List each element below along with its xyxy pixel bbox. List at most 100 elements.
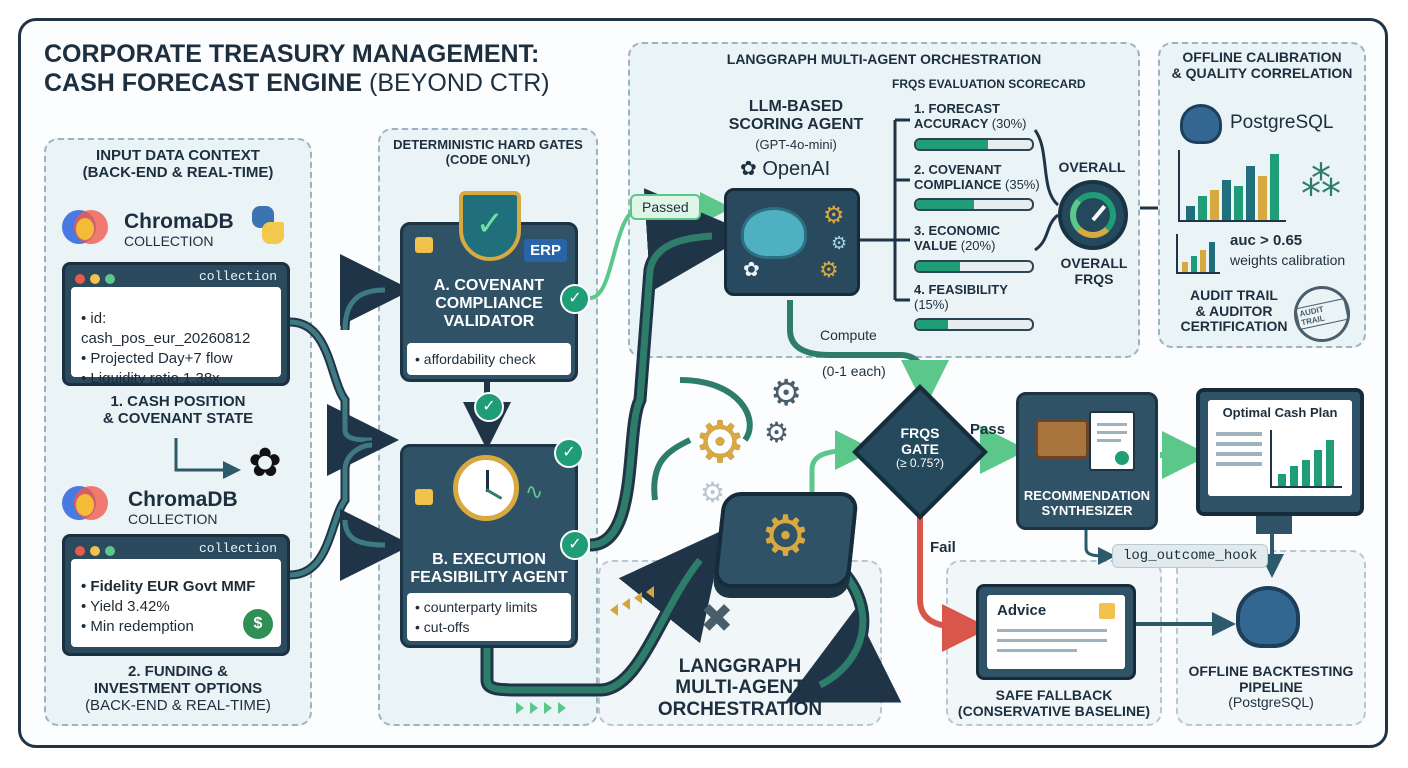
gear-icon: ⚙ (831, 233, 848, 253)
arrow-hook (1084, 530, 1116, 565)
overall-top-label: OVERALL (1058, 159, 1126, 175)
pass-label: Pass (970, 421, 1006, 438)
scorecard-item: 1. FORECAST ACCURACY (30%) (914, 101, 1027, 131)
erp-badge: ERP (524, 239, 567, 262)
tools-icon: ✖ (700, 597, 734, 641)
audit-line2: & AUDITOR (1195, 302, 1273, 319)
backtesting-label: OFFLINE BACKTESTING PIPELINE (PostgreSQL… (1178, 663, 1364, 711)
gates-panel-title: DETERMINISTIC HARD GATES (CODE ONLY) (382, 137, 594, 167)
growth-chart-icon (1176, 234, 1220, 274)
arrow-to-gate-a (339, 254, 412, 331)
arrow-agent-to-scorecard (860, 118, 910, 302)
calibration-title: OFFLINE CALIBRATION & QUALITY CORRELATIO… (1160, 49, 1364, 81)
frqs-gate-label: FRQS GATE (≥ 0.75?) (876, 425, 964, 471)
chevrons-gold-icon (610, 586, 654, 616)
log-outcome-hook: log_outcome_hook (1112, 544, 1269, 568)
fallback-label: SAFE FALLBACK (CONSERVATIVE BASELINE) (948, 687, 1160, 719)
gates-title-line1: DETERMINISTIC HARD GATES (393, 137, 583, 152)
overall-line2: FRQS (1074, 270, 1114, 287)
sticky-note-icon (1099, 603, 1115, 619)
python-logo-icon (248, 204, 288, 248)
source1-caption-line2: & COVENANT STATE (102, 409, 254, 427)
gate-a-bullet: affordability check (423, 351, 536, 367)
openai-icon: ✿ (740, 158, 757, 180)
input-title-line1: INPUT DATA CONTEXT (96, 147, 260, 164)
arrow-hub-loop (651, 377, 753, 501)
gate-b-bullet: • counterparty limits (415, 599, 538, 615)
gate-b-title-line1: B. EXECUTION (432, 551, 546, 568)
chevrons-green-icon (516, 702, 566, 714)
calibration-panel (1158, 42, 1366, 348)
input-panel-title: INPUT DATA CONTEXT (BACK-END & REAL-TIME… (48, 147, 308, 182)
postgresql-logo-icon (1236, 586, 1300, 648)
gear-icon: ⚙ (764, 417, 790, 448)
scorecard-bar (914, 318, 1034, 331)
gate-line1: FRQS (900, 425, 940, 441)
arrow-scorecard-to-gauge (1033, 129, 1060, 252)
agent-vendor: ✿ OpenAI (740, 158, 830, 180)
scorecard-bar (914, 260, 1034, 273)
compute-label: Compute (820, 327, 877, 343)
gate-b-bullet: • cut-offs (415, 619, 470, 635)
agent-model: (GPT-4o-mini) (755, 137, 837, 152)
monitor-icon: Optimal Cash Plan (1196, 388, 1364, 516)
synthesizer-line1: RECOMMENDATION (1023, 488, 1151, 503)
briefcase-icon (1035, 419, 1089, 459)
source2-item: • Yield 3.42% (81, 598, 170, 615)
agent-title: LLM-BASED SCORING AGENT (708, 98, 884, 134)
compute-sub-label: (0-1 each) (822, 363, 886, 379)
gate-a-title-line3: VALIDATOR (443, 312, 535, 330)
brain-icon (741, 207, 807, 259)
page-title: CORPORATE TREASURY MANAGEMENT: CASH FORE… (44, 40, 550, 98)
gate-line2: GATE (901, 440, 939, 457)
arrow-hub-to-gate (809, 430, 875, 510)
source2-window: collection • Fidelity EUR Govt MMF • Yie… (62, 534, 290, 656)
hub-label-line3: ORCHESTRATION (657, 698, 823, 720)
calibration-metric-sub: weights calibration (1230, 252, 1346, 268)
source1-window: collection • id: cash_pos_eur_20260812 •… (62, 262, 290, 387)
openai-icon: ✿ (248, 441, 282, 485)
source1-item: • Liquidity ratio 1.38x (81, 370, 220, 387)
scorecard-item: 3. ECONOMIC VALUE (20%) (914, 223, 1000, 253)
gate-b-card: ∿ B. EXECUTION FEASIBILITY AGENT • count… (400, 444, 578, 648)
arrow-input2-to-gates (289, 440, 373, 580)
dollar-seal-icon: $ (243, 609, 273, 639)
source1-name: ChromaDB (124, 210, 234, 233)
overall-line1: OVERALL (1060, 255, 1128, 271)
gate-line3: (≥ 0.75?) (896, 456, 944, 471)
gear-icon: ⚙ (770, 372, 803, 413)
gate-b-title-line2: FEASIBILITY AGENT (410, 568, 568, 586)
lock-icon (415, 489, 433, 505)
calibration-db-name: PostgreSQL (1230, 112, 1334, 133)
source2-window-tag: collection (198, 541, 277, 556)
backtesting-line1: OFFLINE BACKTESTING (1188, 663, 1354, 679)
source2-caption-line1: 2. FUNDING & (127, 663, 228, 680)
chromadb-logo-icon (62, 484, 112, 524)
gates-title-line2: (CODE ONLY) (445, 151, 531, 167)
chromadb-logo-icon (62, 208, 112, 248)
orchestration-hub-icon: ⚙ (712, 492, 860, 588)
source2-caption-line2: INVESTMENT OPTIONS (93, 679, 263, 697)
title-line2-rest: (BEYOND CTR) (369, 68, 550, 97)
scorecard-item: 4. FEASIBILITY (15%) (914, 282, 1008, 312)
gear-large-icon: ⚙ (694, 410, 746, 475)
orchestration-hub-label: LANGGRAPH MULTI-AGENT ORCHESTRATION (620, 656, 860, 720)
source2-sub: COLLECTION (128, 511, 218, 527)
source1-window-tag: collection (198, 269, 277, 284)
shield-check-icon: ✓ (459, 191, 521, 261)
source1-sub: COLLECTION (124, 233, 214, 249)
document-check-icon (1089, 411, 1135, 471)
bar-chart-icon (1178, 150, 1286, 222)
postgresql-logo-icon (1180, 104, 1222, 144)
fallback-line2: (CONSERVATIVE BASELINE) (957, 702, 1151, 719)
source2-name: ChromaDB (128, 488, 238, 511)
agent-title-line1: LLM-BASED (748, 98, 844, 115)
output-title: Optimal Cash Plan (1222, 405, 1338, 420)
hub-label-line2: MULTI-AGENT (675, 677, 805, 699)
source2-caption: 2. FUNDING & INVESTMENT OPTIONS (BACK-EN… (50, 663, 306, 714)
source2-caption-line3: (BACK-END & REAL-TIME) (85, 696, 271, 714)
backtesting-line3: (PostgreSQL) (1228, 694, 1314, 711)
fallback-doc-label: Advice (997, 602, 1047, 619)
